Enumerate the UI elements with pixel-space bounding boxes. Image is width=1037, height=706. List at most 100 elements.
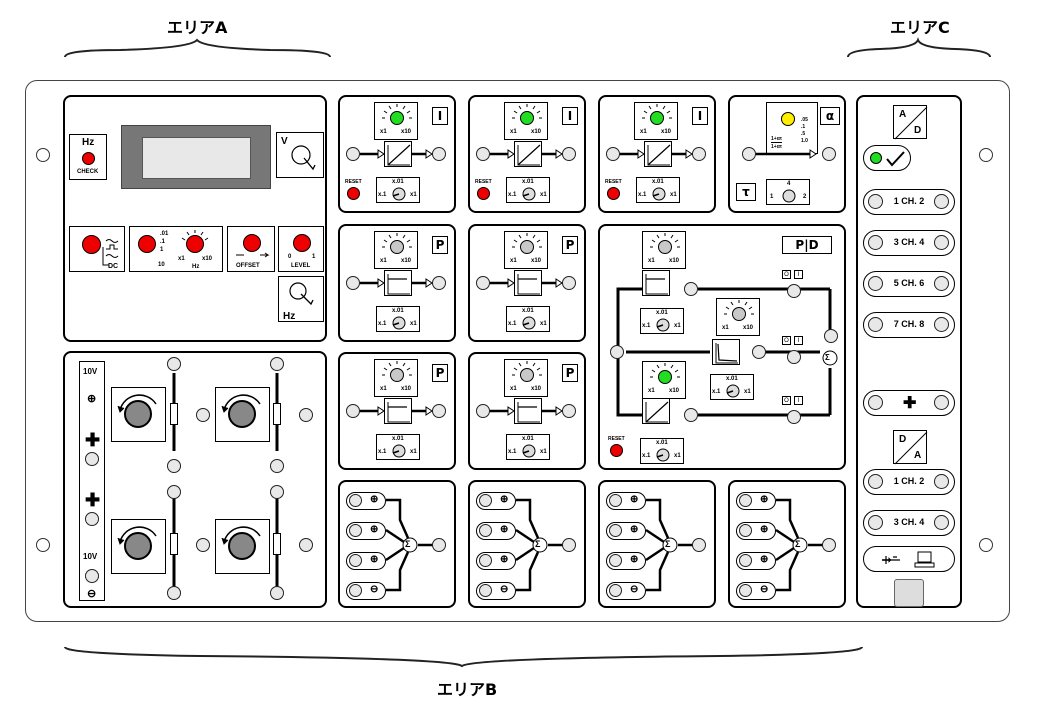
plus-jack[interactable] xyxy=(868,395,883,410)
pid-input-jack[interactable] xyxy=(610,345,624,359)
waveform-knob[interactable] xyxy=(82,235,101,254)
pot-wiper-jack[interactable] xyxy=(196,538,210,552)
summing-input[interactable]: ⊖ xyxy=(736,582,776,600)
channel-jack[interactable] xyxy=(868,276,883,291)
pot-jack[interactable] xyxy=(270,485,284,499)
summing-input[interactable]: ⊕ xyxy=(476,552,516,570)
summing-input[interactable]: ⊕ xyxy=(346,552,386,570)
summing-input[interactable]: ⊕ xyxy=(346,492,386,510)
signal-jack[interactable] xyxy=(476,404,490,418)
plus-jack[interactable] xyxy=(934,395,949,410)
pot-wiper-jack[interactable] xyxy=(196,408,210,422)
summing-input[interactable]: ⊕ xyxy=(606,492,646,510)
input-jack[interactable] xyxy=(739,494,752,507)
reset-button[interactable] xyxy=(610,444,623,457)
channel-connector[interactable]: 3 CH. 4 xyxy=(863,510,955,536)
ref-jack[interactable] xyxy=(85,569,99,583)
offset-control[interactable]: OFFSET xyxy=(227,226,275,272)
reset-button[interactable] xyxy=(607,187,620,200)
pid-switch-off[interactable]: O xyxy=(782,396,791,405)
signal-jack[interactable] xyxy=(752,345,766,359)
channel-connector[interactable]: 1 CH. 2 xyxy=(863,189,955,215)
signal-jack[interactable] xyxy=(684,408,698,422)
channel-connector[interactable]: 5 CH. 6 xyxy=(863,271,955,297)
channel-jack[interactable] xyxy=(934,515,949,530)
potentiometer-dial[interactable] xyxy=(215,387,270,442)
pot-jack[interactable] xyxy=(270,459,284,473)
input-jack[interactable] xyxy=(609,494,622,507)
input-jack[interactable] xyxy=(349,554,362,567)
channel-jack[interactable] xyxy=(934,194,949,209)
pid-switch-off[interactable]: O xyxy=(782,336,791,345)
sum-output-jack[interactable] xyxy=(692,538,706,552)
channel-connector[interactable]: 7 CH. 8 xyxy=(863,312,955,338)
signal-jack[interactable] xyxy=(346,276,360,290)
input-jack[interactable] xyxy=(349,524,362,537)
signal-jack[interactable] xyxy=(742,147,756,161)
signal-jack[interactable] xyxy=(822,147,836,161)
pot-jack[interactable] xyxy=(167,459,181,473)
range-knob[interactable] xyxy=(138,235,156,253)
potentiometer-dial[interactable] xyxy=(215,519,270,574)
channel-jack[interactable] xyxy=(868,317,883,332)
summing-input[interactable]: ⊕ xyxy=(606,552,646,570)
frequency-knob[interactable] xyxy=(186,235,204,253)
input-jack[interactable] xyxy=(349,584,362,597)
input-jack[interactable] xyxy=(479,554,492,567)
signal-jack[interactable] xyxy=(606,147,620,161)
summing-input[interactable]: ⊖ xyxy=(476,582,516,600)
channel-jack[interactable] xyxy=(868,474,883,489)
pot-jack[interactable] xyxy=(167,485,181,499)
sum-output-jack[interactable] xyxy=(432,538,446,552)
input-jack[interactable] xyxy=(349,494,362,507)
channel-jack[interactable] xyxy=(934,474,949,489)
channel-jack[interactable] xyxy=(934,276,949,291)
pot-jack[interactable] xyxy=(167,586,181,600)
sum-output-jack[interactable] xyxy=(562,538,576,552)
summing-input[interactable]: ⊖ xyxy=(606,582,646,600)
channel-jack[interactable] xyxy=(868,194,883,209)
signal-jack[interactable] xyxy=(346,404,360,418)
hz-output-button[interactable]: Hz xyxy=(278,276,324,322)
pot-jack[interactable] xyxy=(270,586,284,600)
summing-input[interactable]: ⊕ xyxy=(736,492,776,510)
level-control[interactable]: 0 1 LEVEL xyxy=(278,226,324,272)
summing-input[interactable]: ⊖ xyxy=(346,582,386,600)
channel-jack[interactable] xyxy=(868,235,883,250)
input-jack[interactable] xyxy=(479,524,492,537)
pid-gain-jack[interactable] xyxy=(787,350,801,364)
pid-switch-on[interactable]: I xyxy=(794,396,803,405)
frequency-controls[interactable]: .01 .1 1 10 x1 x10 Hz xyxy=(129,226,223,272)
input-jack[interactable] xyxy=(609,524,622,537)
ref-jack[interactable] xyxy=(85,452,99,466)
pid-gain-jack[interactable] xyxy=(787,284,801,298)
offset-knob[interactable] xyxy=(243,234,261,252)
channel-connector[interactable]: 1 CH. 2 xyxy=(863,469,955,495)
signal-jack[interactable] xyxy=(476,147,490,161)
signal-jack[interactable] xyxy=(684,282,698,296)
level-knob[interactable] xyxy=(293,234,311,252)
waveform-selector[interactable]: DC xyxy=(69,226,125,272)
input-jack[interactable] xyxy=(609,584,622,597)
summing-input[interactable]: ⊕ xyxy=(476,492,516,510)
input-jack[interactable] xyxy=(739,554,752,567)
voltmeter-button[interactable]: V xyxy=(276,132,324,178)
sum-output-jack[interactable] xyxy=(822,538,836,552)
pid-sum-jack[interactable] xyxy=(824,329,838,343)
input-jack[interactable] xyxy=(479,494,492,507)
input-jack[interactable] xyxy=(739,584,752,597)
